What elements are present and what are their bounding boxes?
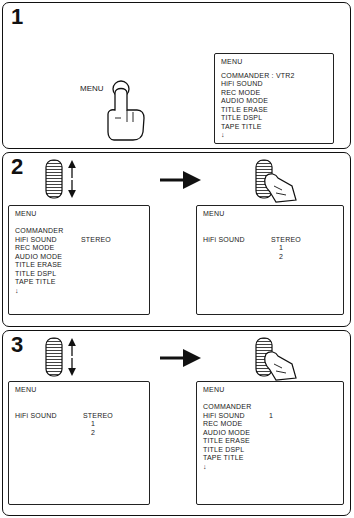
menu-item: 2: [91, 429, 95, 437]
screen-title: MENU: [15, 210, 36, 218]
menu-item: COMMANDER: [203, 403, 251, 411]
screen-title: MENU: [221, 58, 242, 66]
step-number: 3: [11, 333, 23, 357]
menu-item: COMMANDER: [15, 227, 63, 235]
menu-item: HiFi SOUND: [15, 412, 57, 420]
screen-title: MENU: [203, 386, 224, 394]
step-panel: 1MENU COMMANDER : VTR2HiFi SOUNDREC MODEA…: [2, 2, 351, 149]
menu-item: TITLE ERASE: [221, 106, 268, 114]
step-number: 2: [11, 155, 23, 179]
menu-item: STEREO: [81, 236, 111, 244]
menu-item: TITLE ERASE: [15, 261, 62, 269]
menu-item: STEREO: [83, 412, 113, 420]
menu-item: TAPE TITLE: [15, 278, 56, 286]
menu-item: AUDIO MODE: [203, 429, 250, 437]
menu-item: ↓: [221, 131, 225, 139]
menu-item: 2: [279, 253, 283, 261]
menu-item: ↓: [203, 463, 207, 471]
menu-item: HiFi SOUND: [15, 236, 57, 244]
menu-item: 1: [91, 420, 95, 428]
menu-screen: MENU COMMANDERHiFi SOUND STEREO REC MODEAUD…: [8, 205, 150, 315]
menu-item: STEREO: [271, 236, 301, 244]
menu-item: TAPE TITLE: [221, 123, 262, 131]
screen-title: MENU: [15, 386, 36, 394]
screen-title: MENU: [203, 210, 224, 218]
menu-item: REC MODE: [15, 244, 54, 252]
menu-item: ↓: [15, 287, 19, 295]
menu-item: HiFi SOUND: [221, 80, 263, 88]
step-panel: 3MENUHiFi SOUNDSTEREO12MENUCOMMANDERHiFi…: [2, 330, 351, 516]
menu-item: 1: [279, 244, 283, 252]
menu-item: TITLE ERASE: [203, 437, 250, 445]
step-number: 1: [11, 5, 23, 29]
menu-screen: MENU HiFi SOUND STEREO12: [8, 381, 150, 505]
menu-item: TITLE DSPL: [221, 114, 262, 122]
button-label: MENU: [80, 84, 104, 93]
menu-item: AUDIO MODE: [15, 253, 62, 261]
menu-screen: MENU COMMANDER : VTR2HiFi SOUNDREC MODEAU…: [214, 53, 334, 144]
menu-item: HiFi SOUND: [203, 236, 245, 244]
menu-item: TITLE DSPL: [203, 446, 244, 454]
menu-item: TITLE DSPL: [15, 270, 56, 278]
step-panel: 2MENUCOMMANDERHiFi SOUNDSTEREOREC MODEAU…: [2, 152, 351, 327]
menu-item: AUDIO MODE: [221, 97, 268, 105]
menu-item: TAPE TITLE: [203, 454, 244, 462]
menu-item: REC MODE: [203, 420, 242, 428]
menu-item: REC MODE: [221, 89, 260, 97]
menu-screen: MENU HiFi SOUND STEREO12: [196, 205, 344, 315]
menu-item: COMMANDER : VTR2: [221, 72, 295, 80]
menu-item: HiFi SOUND: [203, 412, 245, 420]
menu-screen: MENU COMMANDERHiFi SOUND 1REC MODEAUDIO MO…: [196, 381, 344, 505]
menu-item: 1: [269, 412, 273, 420]
